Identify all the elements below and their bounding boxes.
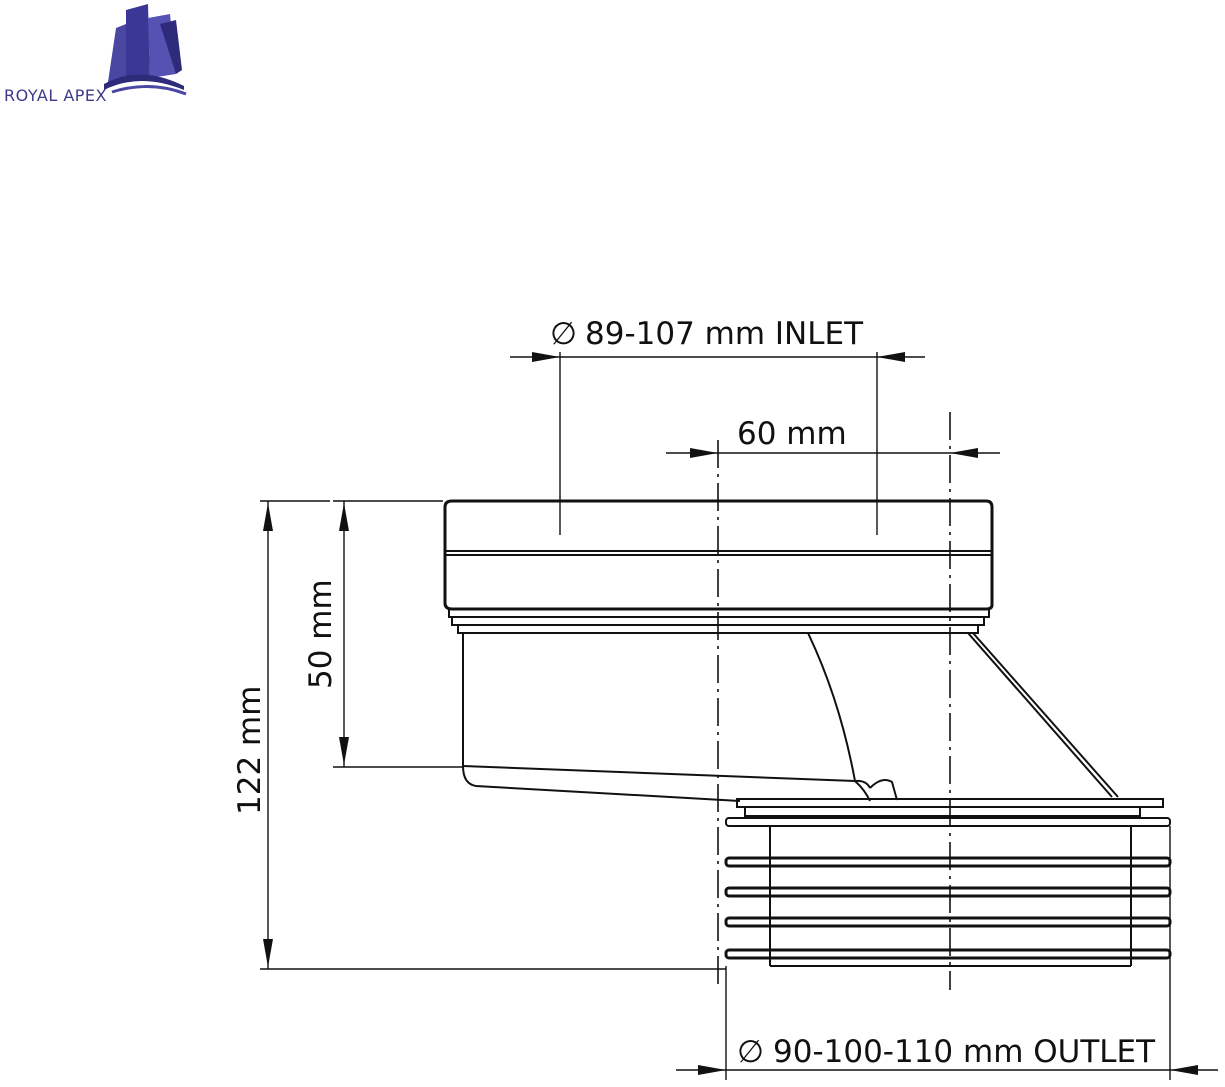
total-height-label: 122 mm (232, 686, 268, 815)
brand-name: ROYAL APEX (4, 86, 107, 105)
offset-tube (462, 632, 1119, 802)
brand-logo: ROYAL APEX (4, 4, 187, 105)
outlet-dimension: ∅ 90-100-110 mm OUTLET (676, 826, 1218, 1080)
outlet-seals (724, 817, 1172, 967)
inlet-diameter-label: 89-107 mm INLET (585, 316, 864, 352)
centre-lines (717, 412, 951, 990)
inlet-dimension: ∅ 89-107 mm INLET (510, 316, 925, 535)
inlet-diameter-symbol: ∅ (550, 316, 577, 352)
socket-depth-dimension: 50 mm (303, 500, 463, 768)
outlet-diameter-label: 90-100-110 mm OUTLET (773, 1034, 1156, 1070)
offset-dimension: 60 mm (666, 416, 1000, 458)
total-height-dimension: 122 mm (232, 500, 726, 970)
outlet-diameter-symbol: ∅ (737, 1034, 764, 1070)
building-wave-logo-icon (104, 4, 187, 96)
offset-label: 60 mm (737, 416, 847, 452)
socket-depth-label: 50 mm (303, 579, 339, 689)
